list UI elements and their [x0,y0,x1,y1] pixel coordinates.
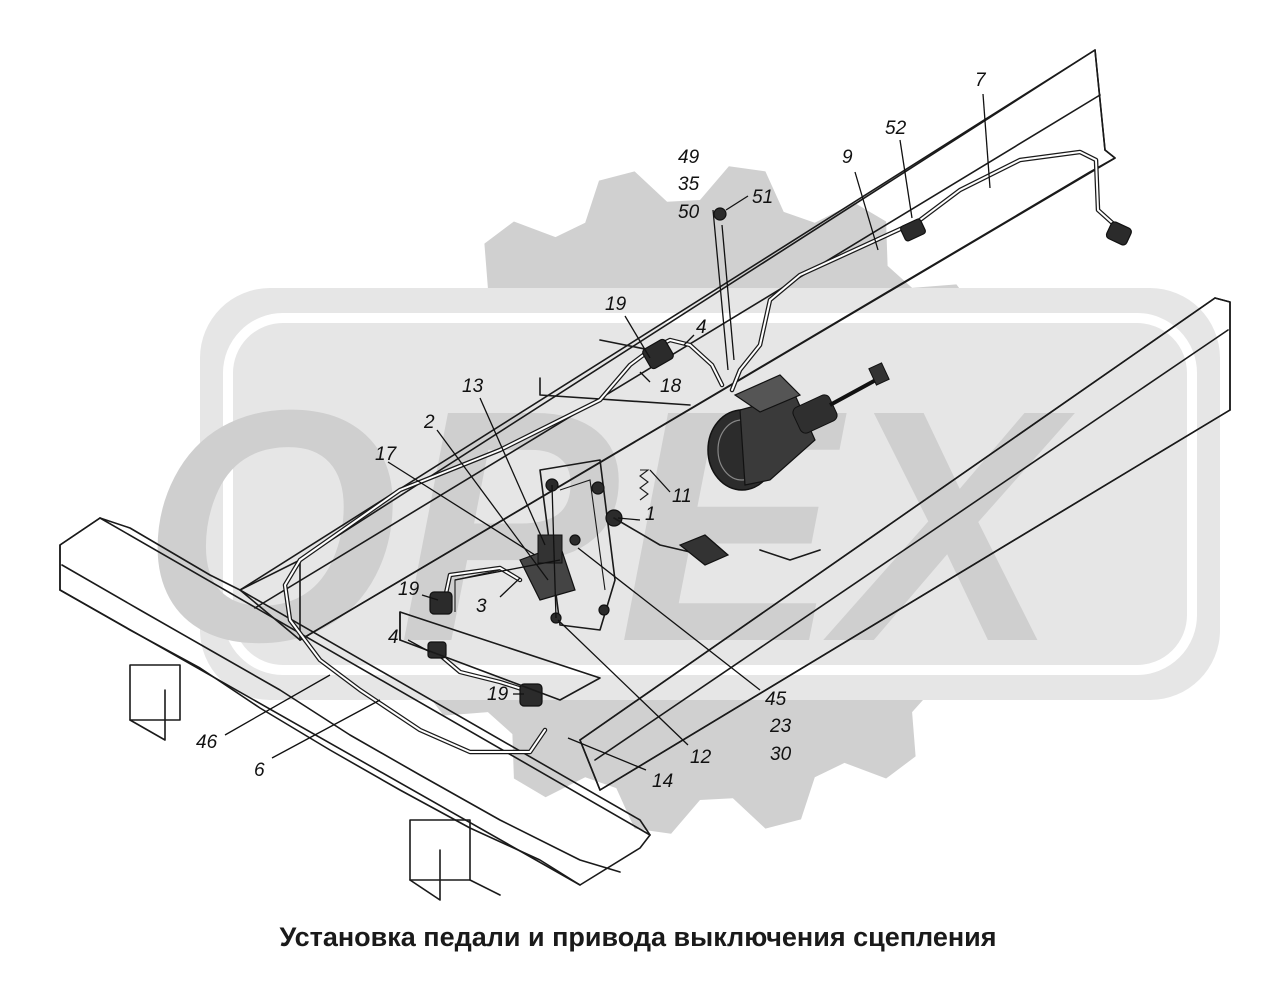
label-23: 23 [769,716,792,737]
label-51: 51 [752,187,773,208]
lower-side-member [579,297,1231,791]
watermark-plate-inner [223,313,1197,675]
label-11: 11 [672,486,692,507]
label-18: 18 [660,376,682,397]
label-9: 9 [842,147,853,168]
label-3: 3 [476,596,487,617]
label-45: 45 [765,689,787,710]
label-2: 2 [423,412,435,433]
part-labels: 49 35 50 51 9 52 7 19 4 18 13 2 17 11 1 … [196,70,987,792]
label-6: 6 [254,760,265,781]
label-12: 12 [690,747,712,768]
label-49: 49 [678,147,700,168]
label-17: 17 [375,444,398,465]
front-cross-member [59,517,651,901]
label-52: 52 [885,118,907,139]
label-7: 7 [975,70,987,91]
label-4-top: 4 [696,317,707,338]
label-19-top: 19 [605,294,627,315]
upper-side-member [239,49,1116,641]
pedal-assembly [399,459,730,701]
label-19-mid: 19 [398,579,420,600]
hydraulic-lines [282,149,1132,755]
label-46: 46 [196,732,218,753]
label-1: 1 [645,504,656,525]
label-4-bottom: 4 [388,627,399,648]
leader-lines [224,93,991,771]
label-50: 50 [678,202,700,223]
label-14: 14 [652,771,673,792]
label-19-bottom: 19 [487,684,509,705]
label-30: 30 [770,744,792,765]
diagram-caption: Установка педали и привода выключения сц… [279,922,997,952]
label-13: 13 [462,376,484,397]
label-35: 35 [678,174,700,195]
clutch-booster [707,362,890,491]
